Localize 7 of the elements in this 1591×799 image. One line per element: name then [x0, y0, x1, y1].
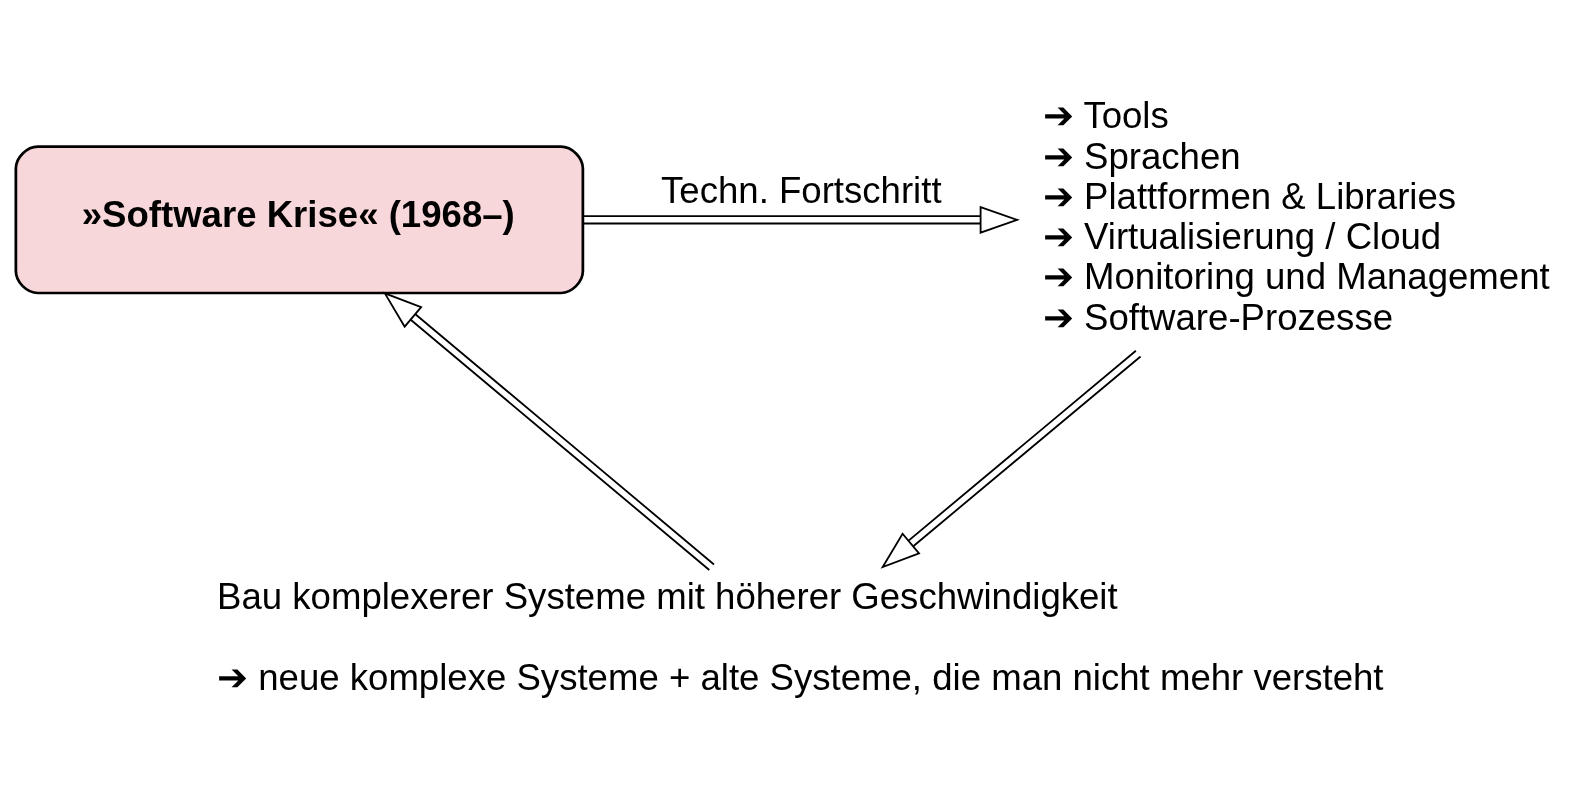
edge-label: Techn. Fortschritt: [661, 169, 942, 211]
arrow: [382, 291, 715, 571]
arrow: [582, 205, 1020, 234]
node-text: ➔ Tools ➔ Sprachen ➔ Plattformen & Libraries ➔ Virtualisierung / Cloud ➔ Monitoring und Management ➔ Software-Prozesse: [1042, 94, 1550, 338]
arrow: [880, 349, 1142, 569]
node-text: Bau komplexerer Systeme mit höherer Geschwindigkeit ➔ neue komplexe Systeme + alte Systeme, die man nicht mehr versteht: [217, 575, 1384, 698]
node-box: »Software Krise« (1968–): [14, 144, 585, 294]
